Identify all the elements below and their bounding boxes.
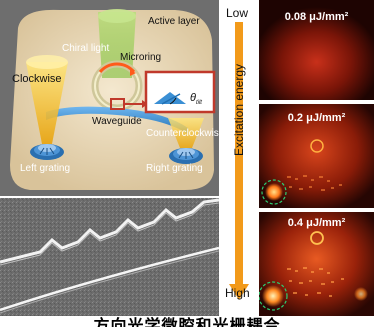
excitation-energy-label: Excitation energy	[232, 63, 246, 157]
microring-label: Microring	[120, 52, 162, 63]
excitation-energy-axis: Low Excitation energy High	[219, 0, 259, 316]
counterclockwise-label: Counterclockwise	[146, 128, 219, 139]
waveguide-label: Waveguide	[92, 116, 142, 127]
frame-value-low: 0.08 μJ/mm²	[284, 11, 349, 23]
clockwise-label: Clockwise	[12, 73, 62, 85]
emission-frame-low: 0.08 μJ/mm²	[259, 0, 374, 100]
ring-edge	[0, 246, 219, 312]
device-schematic: Active layer Chiral light Microring Cloc…	[0, 0, 219, 196]
energy-high-label: High	[225, 286, 250, 300]
left-cone	[26, 62, 68, 144]
active-layer-label: Active layer	[148, 16, 200, 27]
right-cone	[168, 118, 204, 148]
right-grating-label: Right grating	[146, 163, 203, 174]
right-grating-icon	[169, 148, 203, 164]
grating-waveguide	[0, 198, 219, 264]
sem-micrograph	[0, 198, 219, 316]
emission-graphic-mid	[259, 104, 374, 208]
schematic-graphic	[10, 9, 216, 191]
waveguide-shape	[46, 106, 188, 134]
tilted-grating-box	[144, 70, 216, 114]
theta-label: θtilt	[190, 92, 202, 107]
caption-text: 方向光学微腔和光栅耦合	[93, 316, 281, 327]
energy-low-label: Low	[226, 6, 249, 20]
emission-graphic-high	[259, 212, 374, 316]
emission-frame-mid: 0.2 μJ/mm²	[259, 104, 374, 208]
tilted-grating-wedge	[154, 92, 186, 104]
figure-caption: 方向光学微腔和光栅耦合	[0, 316, 374, 327]
energy-arrow-icon	[229, 22, 249, 300]
emission-graphic-low	[259, 0, 374, 100]
frame-value-mid: 0.2 μJ/mm²	[287, 112, 346, 124]
frame-value-high: 0.4 μJ/mm²	[287, 217, 346, 229]
tilted-grating-label: Tilted grating	[148, 73, 206, 84]
sem-graphic	[0, 198, 219, 316]
chiral-light-label: Chiral light	[62, 43, 110, 54]
chiral-light-beam	[98, 12, 136, 78]
left-grating-icon	[30, 144, 64, 160]
emission-frame-high: 0.4 μJ/mm²	[259, 212, 374, 316]
left-grating-label: Left grating	[20, 163, 71, 174]
